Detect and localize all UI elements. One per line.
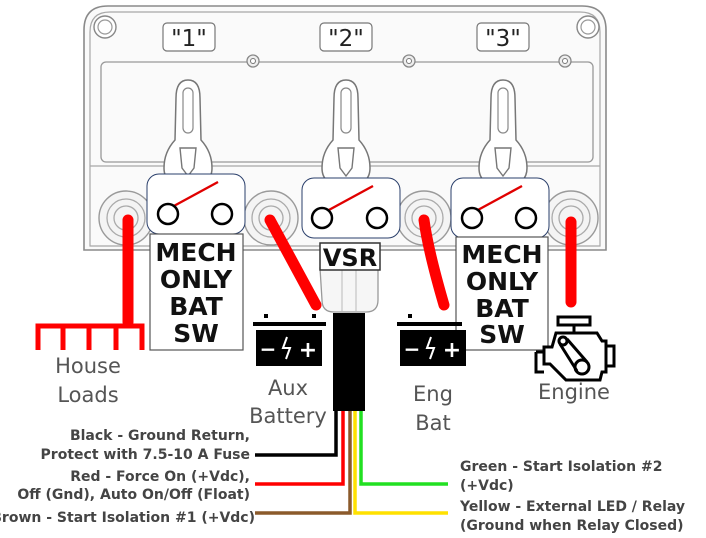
mounting-hole-right (576, 15, 600, 39)
mech-label-2-line-4: SW (479, 320, 525, 349)
cable-aux-battery (264, 214, 322, 311)
wire-black (255, 411, 338, 457)
mech-label-1-line-3: BAT (169, 292, 223, 321)
wire-yellow (353, 411, 448, 515)
knob-3[interactable] (478, 79, 528, 187)
mounting-hole-left (93, 15, 117, 39)
position-label-3: "3" (476, 22, 530, 52)
wire-red-desc-line-1: Red - Force On (+Vdc), (70, 469, 250, 485)
mech-label-2-line-3: BAT (475, 294, 529, 323)
eng-battery-icon: − + (397, 314, 466, 366)
mech-label-2-line-1: MECH (461, 240, 542, 269)
wire-brown (255, 411, 352, 515)
switch-symbol-3 (450, 177, 550, 239)
eng-battery-minus: − (404, 337, 421, 361)
position-label-2: "2" (319, 22, 373, 52)
mech-only-bat-sw-label-1: MECH ONLY BAT SW (149, 233, 244, 351)
cable-eng-battery (418, 214, 450, 311)
knob-2[interactable] (321, 79, 371, 187)
position-label-3-text: "3" (485, 26, 521, 52)
wire-green-desc-line-1: Green - Start Isolation #2 (460, 459, 662, 475)
switch-symbol-1 (146, 173, 246, 235)
vsr-label-text: VSR (323, 244, 377, 272)
aux-battery-label-line-2: Battery (249, 404, 327, 428)
house-loads-label-line-1: House (55, 354, 121, 378)
harness-wires (255, 411, 448, 515)
aux-battery-minus: − (260, 337, 277, 361)
aux-battery-plus: + (299, 338, 317, 363)
aux-battery-icon: − + (253, 314, 326, 366)
mech-label-1-line-1: MECH (155, 238, 236, 267)
wire-yellow-desc-line-1: Yellow - External LED / Relay (459, 499, 685, 515)
vsr-module-body (319, 267, 379, 313)
vsr-label: VSR (319, 242, 381, 272)
engine-label: Engine (538, 380, 610, 404)
aux-battery-label-line-1: Aux (268, 376, 308, 400)
mech-label-1-line-4: SW (173, 319, 219, 348)
eng-bat-label-line-2: Bat (415, 411, 451, 435)
wire-green (359, 411, 448, 486)
position-label-1-text: "1" (171, 26, 207, 52)
switch-symbol-2 (301, 177, 401, 239)
position-label-1: "1" (162, 22, 216, 52)
wire-black-desc-line-2: Protect with 7.5-10 A Fuse (41, 447, 250, 463)
wire-yellow-desc-line-2: (Ground when Relay Closed) (460, 518, 684, 534)
eng-battery-plus: + (443, 338, 461, 363)
wire-red (255, 411, 345, 486)
position-label-2-text: "2" (328, 26, 364, 52)
mech-label-1-line-2: ONLY (160, 265, 233, 294)
wire-red-desc-line-2: Off (Gnd), Auto On/Off (Float) (17, 487, 250, 503)
mech-only-bat-sw-label-2: MECH ONLY BAT SW (455, 236, 549, 351)
eng-bat-label-line-1: Eng (413, 382, 453, 406)
mech-label-2-line-2: ONLY (466, 267, 539, 296)
house-loads-symbol (35, 323, 145, 350)
wire-green-desc-line-2: (+Vdc) (460, 478, 514, 494)
wire-brown-desc: Brown - Start Isolation #1 (+Vdc) (0, 510, 255, 526)
vsr-harness-jacket (333, 313, 365, 411)
house-loads-label-line-2: Loads (57, 383, 118, 407)
wire-black-desc-line-1: Black - Ground Return, (70, 428, 250, 444)
knob-1[interactable] (163, 79, 213, 187)
engine-icon (534, 315, 616, 382)
